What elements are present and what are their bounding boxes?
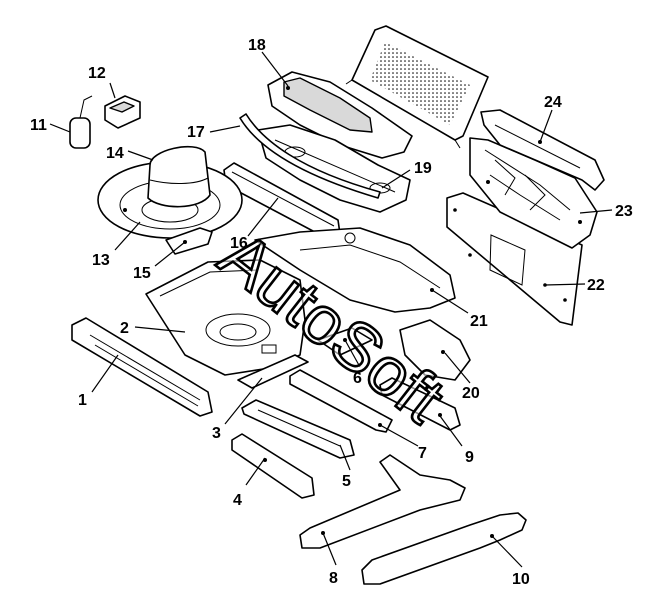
callout-7: 7 [418,445,427,462]
callout-14: 14 [106,145,124,162]
callout-9: 9 [465,449,474,466]
callout-labels: 1 2 3 4 5 6 7 8 9 10 11 12 13 14 15 16 1… [30,37,633,588]
part-2-rear-floor [145,259,306,376]
callout-24: 24 [544,94,562,111]
part-1-bumper-beam [71,317,213,417]
callout-6: 6 [353,370,362,387]
leader-lines [49,51,613,568]
part-5-member [241,399,355,459]
callout-4: 4 [233,492,242,509]
callout-23: 23 [615,203,633,220]
parcel-shelf-net [345,25,489,149]
part-22-panel [446,192,583,326]
part-17-seal [239,113,381,199]
callout-10: 10 [512,571,530,588]
callout-17: 17 [187,124,205,141]
part-20-reinforcement [399,319,471,381]
callout-12: 12 [88,65,106,82]
callout-15: 15 [133,265,151,282]
callout-5: 5 [342,473,351,490]
callout-1: 1 [78,392,87,409]
part-11-bottle [69,95,93,149]
part-4-member [231,433,315,499]
callout-19: 19 [414,160,432,177]
part-23-pad [469,137,598,249]
part-18-rear-shelf [267,71,413,159]
part-8-rail [299,454,466,549]
callout-16: 16 [230,235,248,252]
callout-22: 22 [587,277,605,294]
callout-2: 2 [120,320,129,337]
callout-21: 21 [470,313,488,330]
part-7-member [289,369,393,433]
callout-11: 11 [30,117,47,134]
callout-3: 3 [212,425,221,442]
part-21-center-floor [254,227,456,313]
callout-18: 18 [248,37,266,54]
callout-20: 20 [462,385,480,402]
callout-8: 8 [329,570,338,587]
part-10-rail [361,512,527,585]
part-14-tyre-cover [147,145,211,208]
part-12-jack [104,95,141,129]
callout-13: 13 [92,252,110,269]
part-3-member [237,354,309,389]
